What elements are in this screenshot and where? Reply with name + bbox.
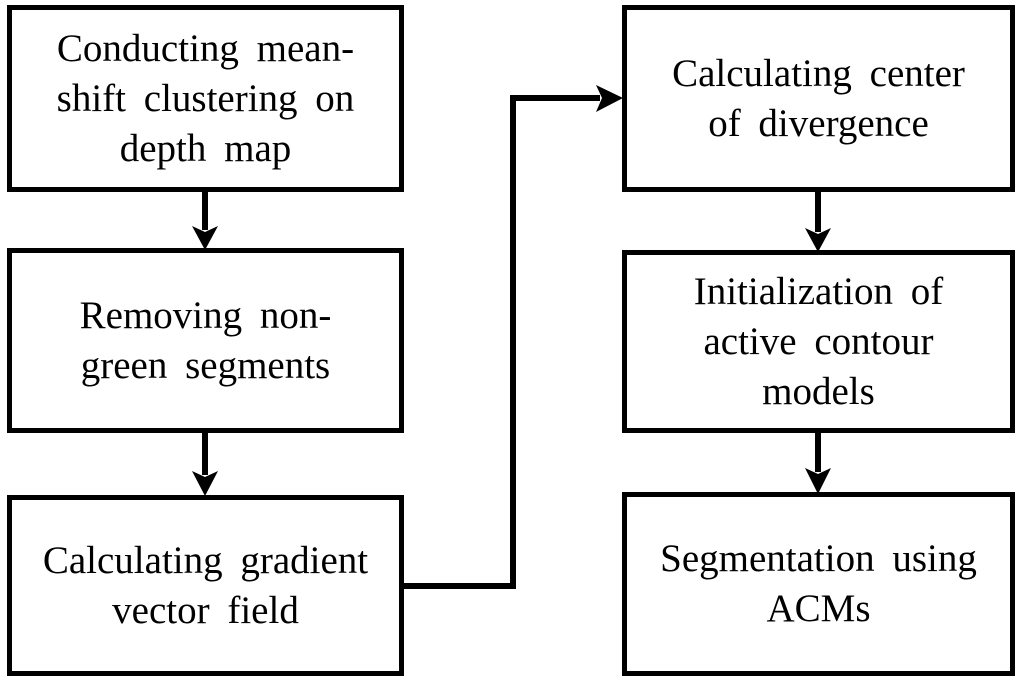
node-center-of-divergence: Calculating center of divergence (622, 5, 1015, 192)
node-label-line: active contour (703, 319, 934, 363)
node-label-line: Initialization of (693, 269, 944, 313)
node-label-line: of divergence (708, 101, 929, 145)
node-mean-shift-clustering: Conducting mean- shift clustering on dep… (7, 5, 404, 192)
arrow-head-icon (192, 226, 218, 250)
node-label-line: ACMs (766, 587, 871, 630)
node-label-line: Conducting mean- (56, 26, 355, 70)
edge-init-to-segmentation (805, 431, 831, 494)
node-remove-non-green: Removing non- green segments (7, 248, 404, 433)
node-label-line: vector field (112, 588, 299, 632)
arrow-head-icon (805, 228, 831, 252)
node-label-line: shift clustering on (56, 76, 355, 120)
node-label-line: green segments (80, 343, 331, 387)
node-label-line: Segmentation using (660, 537, 977, 580)
edge-divergence-to-init (805, 190, 831, 252)
edge-gradient-to-divergence (402, 85, 623, 589)
node-init-active-contour: Initialization of active contour models (622, 250, 1015, 433)
node-label-line: depth map (119, 126, 292, 170)
arrow-head-icon (805, 468, 831, 494)
arrow-head-icon (596, 85, 623, 112)
node-segmentation-acms: Segmentation using ACMs (622, 492, 1015, 676)
edge-removegreen-to-gradient (192, 431, 218, 496)
node-label-line: Calculating center (672, 51, 965, 95)
arrow-head-icon (192, 471, 218, 496)
node-label-line: Removing non- (79, 293, 332, 337)
edge-meanshift-to-removegreen (192, 190, 218, 250)
node-gradient-vector-field: Calculating gradient vector field (7, 495, 404, 676)
node-label-line: Calculating gradient (42, 538, 369, 582)
node-label-line: models (762, 369, 875, 413)
